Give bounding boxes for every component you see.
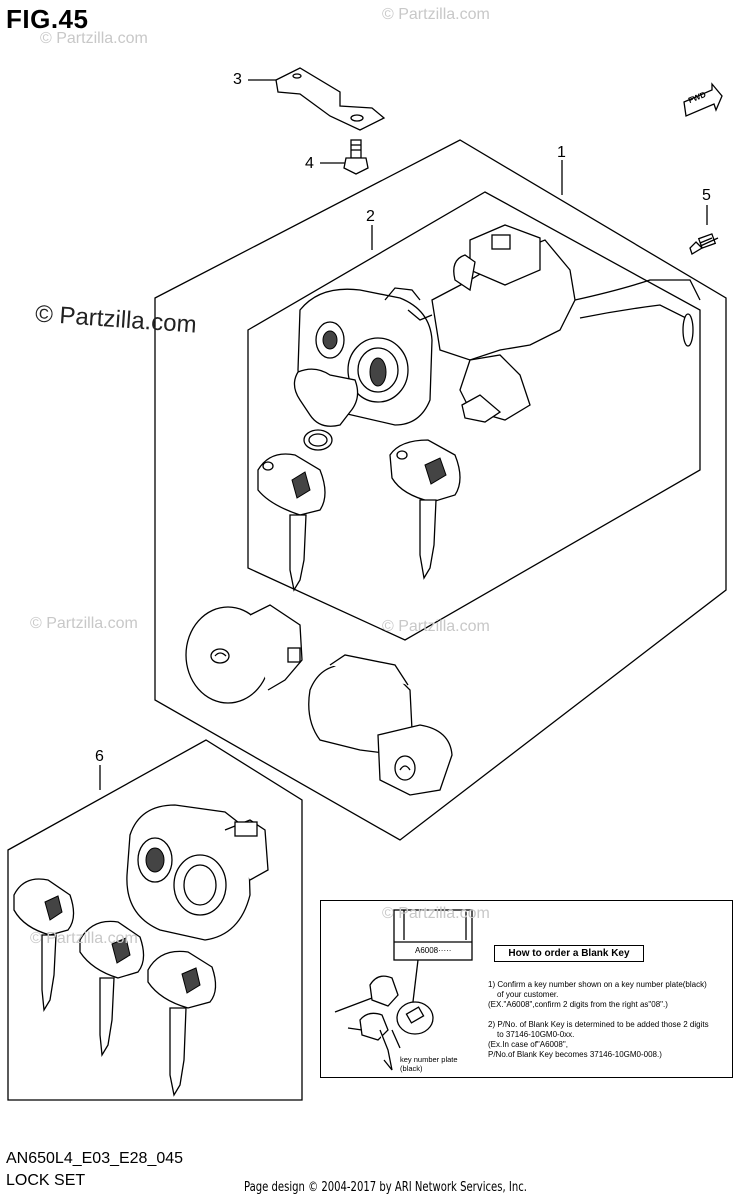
diagram-code: AN650L4_E03_E28_045 bbox=[6, 1150, 184, 1167]
callout-5: 5 bbox=[702, 187, 711, 204]
bolt-part-4 bbox=[343, 139, 369, 175]
screw-part-5 bbox=[689, 233, 719, 255]
set-frame-1 bbox=[154, 139, 727, 841]
watermark-1: © Partzilla.com bbox=[40, 30, 148, 47]
watermark-2: © Partzilla.com bbox=[382, 6, 490, 23]
watermark-4: © Partzilla.com bbox=[382, 618, 490, 635]
set-frame-6 bbox=[7, 739, 303, 1101]
seat-lock bbox=[308, 654, 453, 796]
step-1-line1: 1) Confirm a key number shown on a key n… bbox=[488, 980, 707, 989]
callout-2: 2 bbox=[366, 208, 375, 225]
figure-title: FIG.45 bbox=[6, 4, 89, 34]
step-2-line2: to 37146-10GM0-0xx. bbox=[497, 1030, 575, 1039]
ignition-switch bbox=[297, 224, 701, 426]
key-plate-label-line2: (black) bbox=[400, 1064, 423, 1073]
key-right bbox=[389, 439, 461, 580]
key-plate-label-line1: key number plate bbox=[400, 1055, 458, 1064]
key-set6-1 bbox=[13, 878, 75, 1013]
watermark-6: © Partzilla.com bbox=[382, 905, 490, 922]
blank-key-title: How to order a Blank Key bbox=[494, 945, 644, 962]
watermark-5: © Partzilla.com bbox=[30, 930, 138, 947]
blank-key-inset-art bbox=[334, 909, 473, 1071]
key-plate-code: A6008····· bbox=[415, 946, 452, 955]
step-2-line4: P/No.of Blank Key becomes 37146-10GM0-00… bbox=[488, 1050, 662, 1059]
step-1-line2: of your customer. bbox=[497, 990, 559, 999]
step-2-line1: 2) P/No. of Blank Key is determined to b… bbox=[488, 1020, 709, 1029]
callout-1: 1 bbox=[557, 144, 566, 161]
blank-key-instructions bbox=[320, 900, 733, 1078]
step-2-line3: (Ex.In case of"A6008", bbox=[488, 1040, 568, 1049]
step-1: 1) Confirm a key number shown on a key n… bbox=[488, 980, 707, 1010]
fwd-arrow bbox=[683, 82, 723, 117]
diagram-name: LOCK SET bbox=[6, 1172, 86, 1189]
callout-3: 3 bbox=[233, 71, 242, 88]
callout-6: 6 bbox=[95, 748, 104, 765]
watermark-3: © Partzilla.com bbox=[30, 615, 138, 632]
key-plate-label: key number plate (black) bbox=[400, 1055, 458, 1073]
key-set6-3 bbox=[147, 950, 217, 1097]
step-1-line3: (EX."A6008",confirm 2 digits from the ri… bbox=[488, 1000, 668, 1009]
key-lock-part-6 bbox=[126, 804, 269, 941]
key-fob-ignition bbox=[293, 368, 359, 451]
step-2: 2) P/No. of Blank Key is determined to b… bbox=[488, 1020, 709, 1060]
key-left bbox=[257, 453, 326, 592]
set-frame-2 bbox=[247, 191, 701, 641]
key-set6-2 bbox=[79, 920, 145, 1058]
fuel-cap-lock bbox=[185, 604, 303, 704]
bracket-part-3 bbox=[275, 67, 386, 131]
page-credit: Page design © 2004-2017 by ARI Network S… bbox=[244, 1180, 527, 1195]
callout-4: 4 bbox=[305, 155, 314, 172]
